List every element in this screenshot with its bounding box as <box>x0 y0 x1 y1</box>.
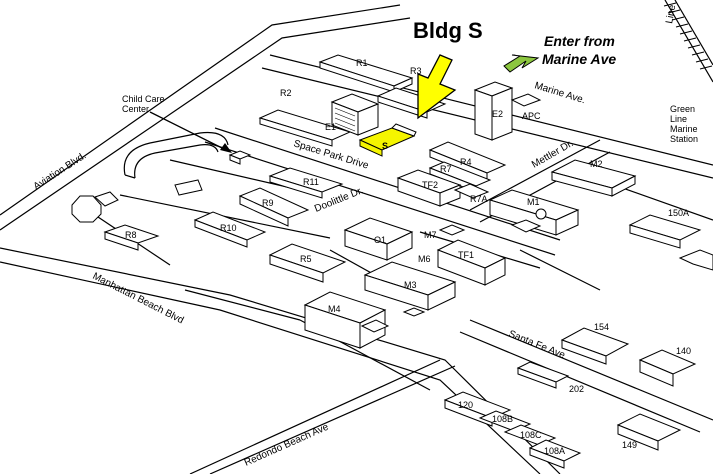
building-m7[interactable] <box>438 224 466 236</box>
label-m6: M6 <box>418 254 431 264</box>
redondo-road-inner <box>209 365 456 474</box>
track-loop <box>123 131 229 179</box>
street-manhattan: Manhattan Beach Blvd <box>91 271 186 326</box>
entry-arrow-icon <box>503 54 540 73</box>
label-108a: 108A <box>544 446 565 456</box>
manhattan-beach-road <box>0 261 541 474</box>
label-149: 149 <box>622 440 637 450</box>
building-r5[interactable] <box>268 243 347 283</box>
label-m1: M1 <box>527 197 540 207</box>
station-label-2: Line <box>670 114 687 124</box>
building-m2[interactable] <box>550 159 637 197</box>
street-redondo: Redondo Beach Ave <box>243 421 331 468</box>
minor-road <box>184 289 301 321</box>
label-202: 202 <box>569 384 584 394</box>
street-santa-fe: Santa Fe Ave <box>507 329 567 362</box>
label-m2: M2 <box>590 159 603 169</box>
aviation-blvd-road <box>0 4 401 216</box>
label-r4: R4 <box>460 157 472 167</box>
railroad-tracks <box>663 0 713 83</box>
label-r1: R1 <box>356 58 368 68</box>
building-o1[interactable] <box>343 217 414 261</box>
building-m3[interactable] <box>363 261 457 317</box>
label-108c: 108C <box>520 430 542 440</box>
building-108c[interactable] <box>503 424 557 446</box>
child-care-label-2: Center <box>122 104 149 114</box>
station-label-3: Marine <box>670 124 698 134</box>
label-r5: R5 <box>300 254 312 264</box>
entry-note-line1: Enter from <box>544 33 615 49</box>
street-rail-line: Line <box>664 4 678 25</box>
label-e1: E1 <box>325 122 336 132</box>
building-s-highlighted[interactable] <box>358 123 417 157</box>
santa-fe-road-inner <box>459 331 701 433</box>
aviation-blvd-road-inner <box>0 17 411 231</box>
label-tf2: TF2 <box>422 180 438 190</box>
label-150a: 150A <box>668 208 689 218</box>
label-apc: APC <box>522 111 541 121</box>
space-park-road-inner <box>204 141 556 256</box>
buildings <box>71 54 713 469</box>
entry-note-line2: Marine Ave <box>542 51 616 67</box>
building-e1[interactable] <box>330 93 380 136</box>
station-label-4: Station <box>670 134 698 144</box>
building-edge[interactable] <box>678 249 713 271</box>
label-r9: R9 <box>262 198 274 208</box>
label-r10: R10 <box>220 223 237 233</box>
building-s-arrow-icon <box>417 54 457 120</box>
label-e2: E2 <box>492 109 503 119</box>
mettler-road <box>469 139 601 211</box>
building-tf1[interactable] <box>436 239 507 286</box>
label-m3: M3 <box>404 280 417 290</box>
building-r7a[interactable] <box>453 183 490 199</box>
building-apc[interactable] <box>510 93 542 107</box>
child-care-label-1: Child Care <box>122 94 165 104</box>
label-140: 140 <box>676 346 691 356</box>
label-120: 120 <box>458 400 473 410</box>
redondo-road <box>189 359 441 474</box>
building-m4[interactable] <box>303 291 390 349</box>
minor-road <box>519 249 601 291</box>
label-r2: R2 <box>280 88 292 98</box>
label-r8: R8 <box>125 230 137 240</box>
label-r7: R7 <box>440 164 452 174</box>
label-154: 154 <box>594 322 609 332</box>
label-m7: M7 <box>424 230 437 240</box>
street-aviation: Aviation Blvd. <box>32 150 89 192</box>
label-o1: O1 <box>374 235 386 245</box>
building-pavilion[interactable] <box>174 179 203 196</box>
space-park-road <box>214 127 561 241</box>
station-label-1: Green <box>670 104 695 114</box>
building-m1[interactable] <box>488 189 580 236</box>
building-e2[interactable] <box>473 81 514 141</box>
label-108b: 108B <box>492 414 513 424</box>
building-tf2[interactable] <box>396 169 462 207</box>
santa-fe-road <box>469 319 713 421</box>
label-tf1: TF1 <box>458 250 474 260</box>
map-title: Bldg S <box>413 18 483 43</box>
label-s: S <box>382 141 388 151</box>
building-octagon[interactable] <box>71 191 119 223</box>
label-r7a: R7A <box>470 194 488 204</box>
street-marine: Marine Ave. <box>533 80 587 106</box>
label-m4: M4 <box>328 304 341 314</box>
child-care-pointer-arrow <box>149 111 232 153</box>
label-r3: R3 <box>410 66 422 76</box>
label-r11: R11 <box>303 177 319 187</box>
